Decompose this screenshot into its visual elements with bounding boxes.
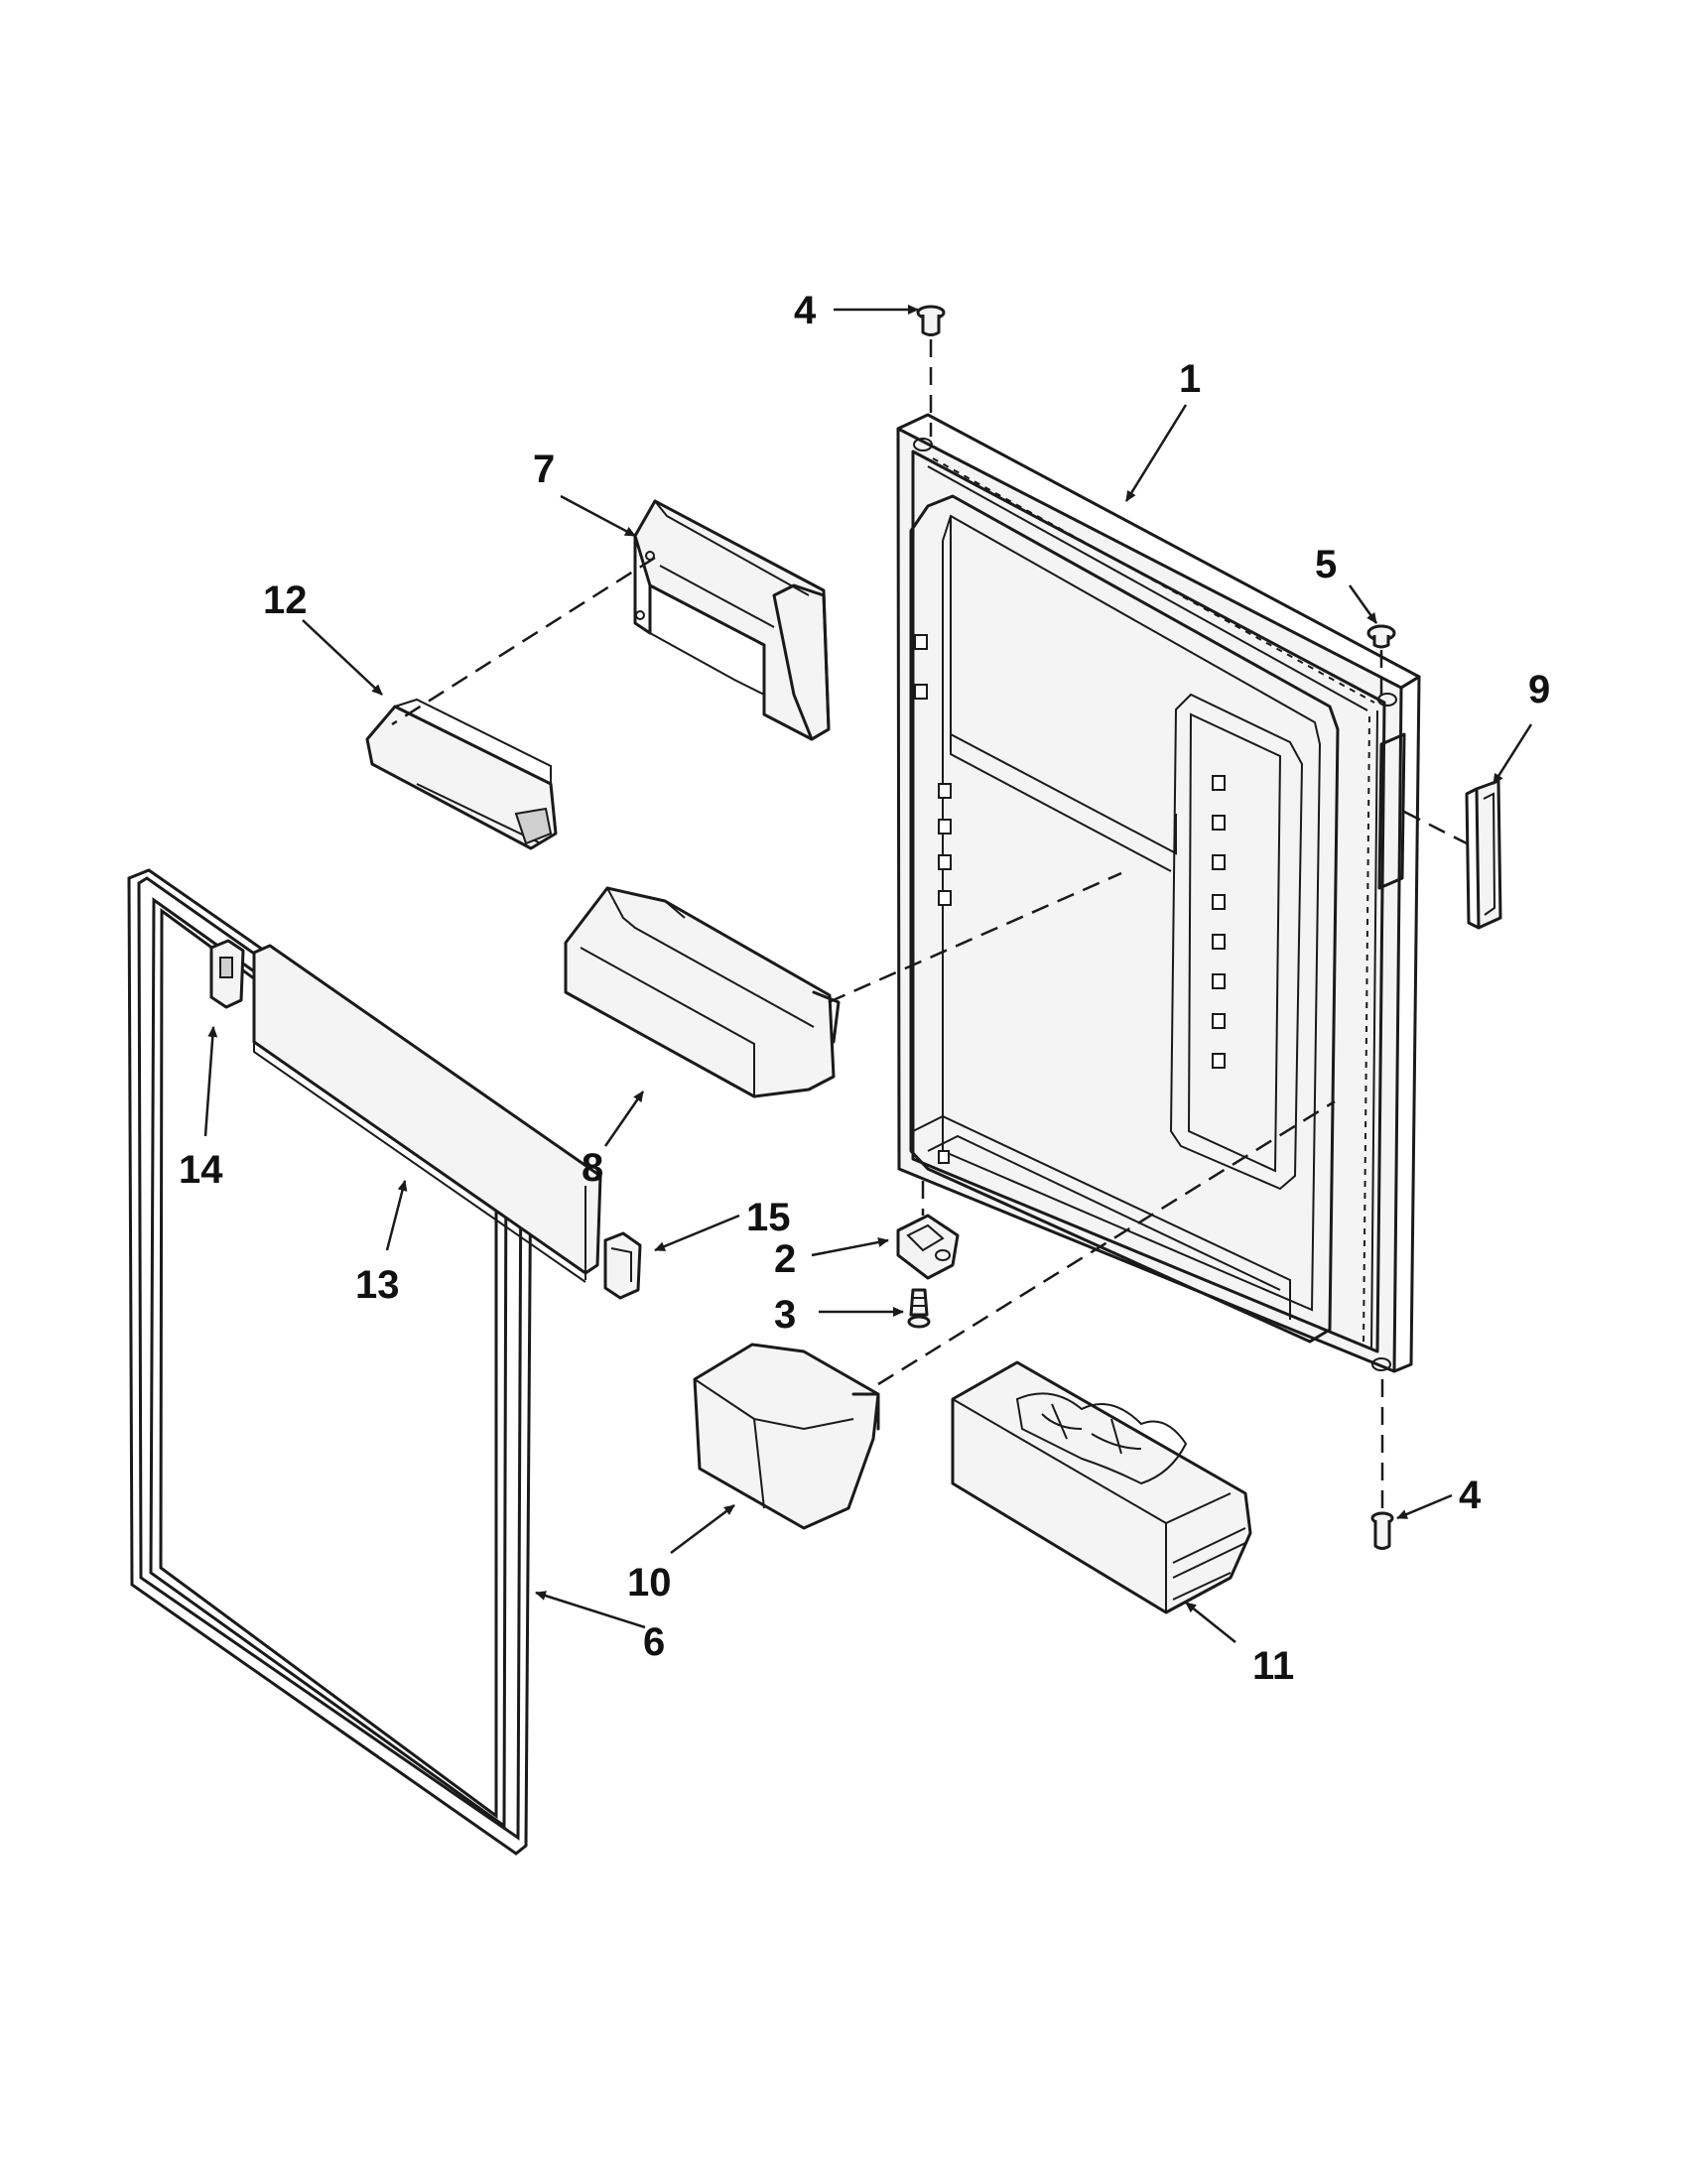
callout-6: 6 [643, 1620, 665, 1664]
leader-arrows [203, 305, 1533, 1643]
shelf-trim-part [252, 944, 602, 1283]
callout-2: 2 [774, 1237, 796, 1281]
callout-12: 12 [263, 578, 308, 622]
callout-4-top: 4 [794, 289, 817, 332]
callout-9: 9 [1528, 668, 1550, 711]
callout-13: 13 [355, 1263, 400, 1307]
left-end-cap-part [209, 939, 245, 1009]
hinge-bushing-top-part [916, 305, 946, 336]
callout-15: 15 [746, 1196, 791, 1239]
callout-5: 5 [1315, 543, 1337, 586]
callout-11: 11 [1252, 1644, 1294, 1688]
ice-bin-part [951, 1360, 1252, 1614]
callout-3: 3 [774, 1293, 796, 1337]
screw-part [907, 1288, 931, 1329]
callout-1: 1 [1179, 357, 1201, 401]
lower-door-bin-part [693, 1343, 880, 1530]
callout-10: 10 [627, 1561, 672, 1605]
callout-8: 8 [582, 1146, 603, 1190]
callout-7: 7 [533, 448, 555, 491]
door-liner-part [896, 413, 1421, 1373]
hinge-bracket-part [896, 1214, 960, 1280]
callout-labels: 1 2 3 4 4 5 6 7 8 9 10 11 12 13 14 15 [179, 289, 1550, 1688]
handle-part [1465, 779, 1502, 930]
screw-cap-part [1366, 624, 1396, 649]
assembly-lines [391, 339, 1468, 1513]
hinge-bushing-bottom-part [1370, 1511, 1394, 1550]
callout-14: 14 [179, 1148, 223, 1192]
upper-door-bin-part [564, 886, 841, 1098]
callout-4-bottom: 4 [1459, 1474, 1482, 1517]
upper-shelf-part [633, 499, 831, 741]
right-end-cap-part [603, 1231, 642, 1300]
shelf-cover-part [365, 698, 558, 850]
